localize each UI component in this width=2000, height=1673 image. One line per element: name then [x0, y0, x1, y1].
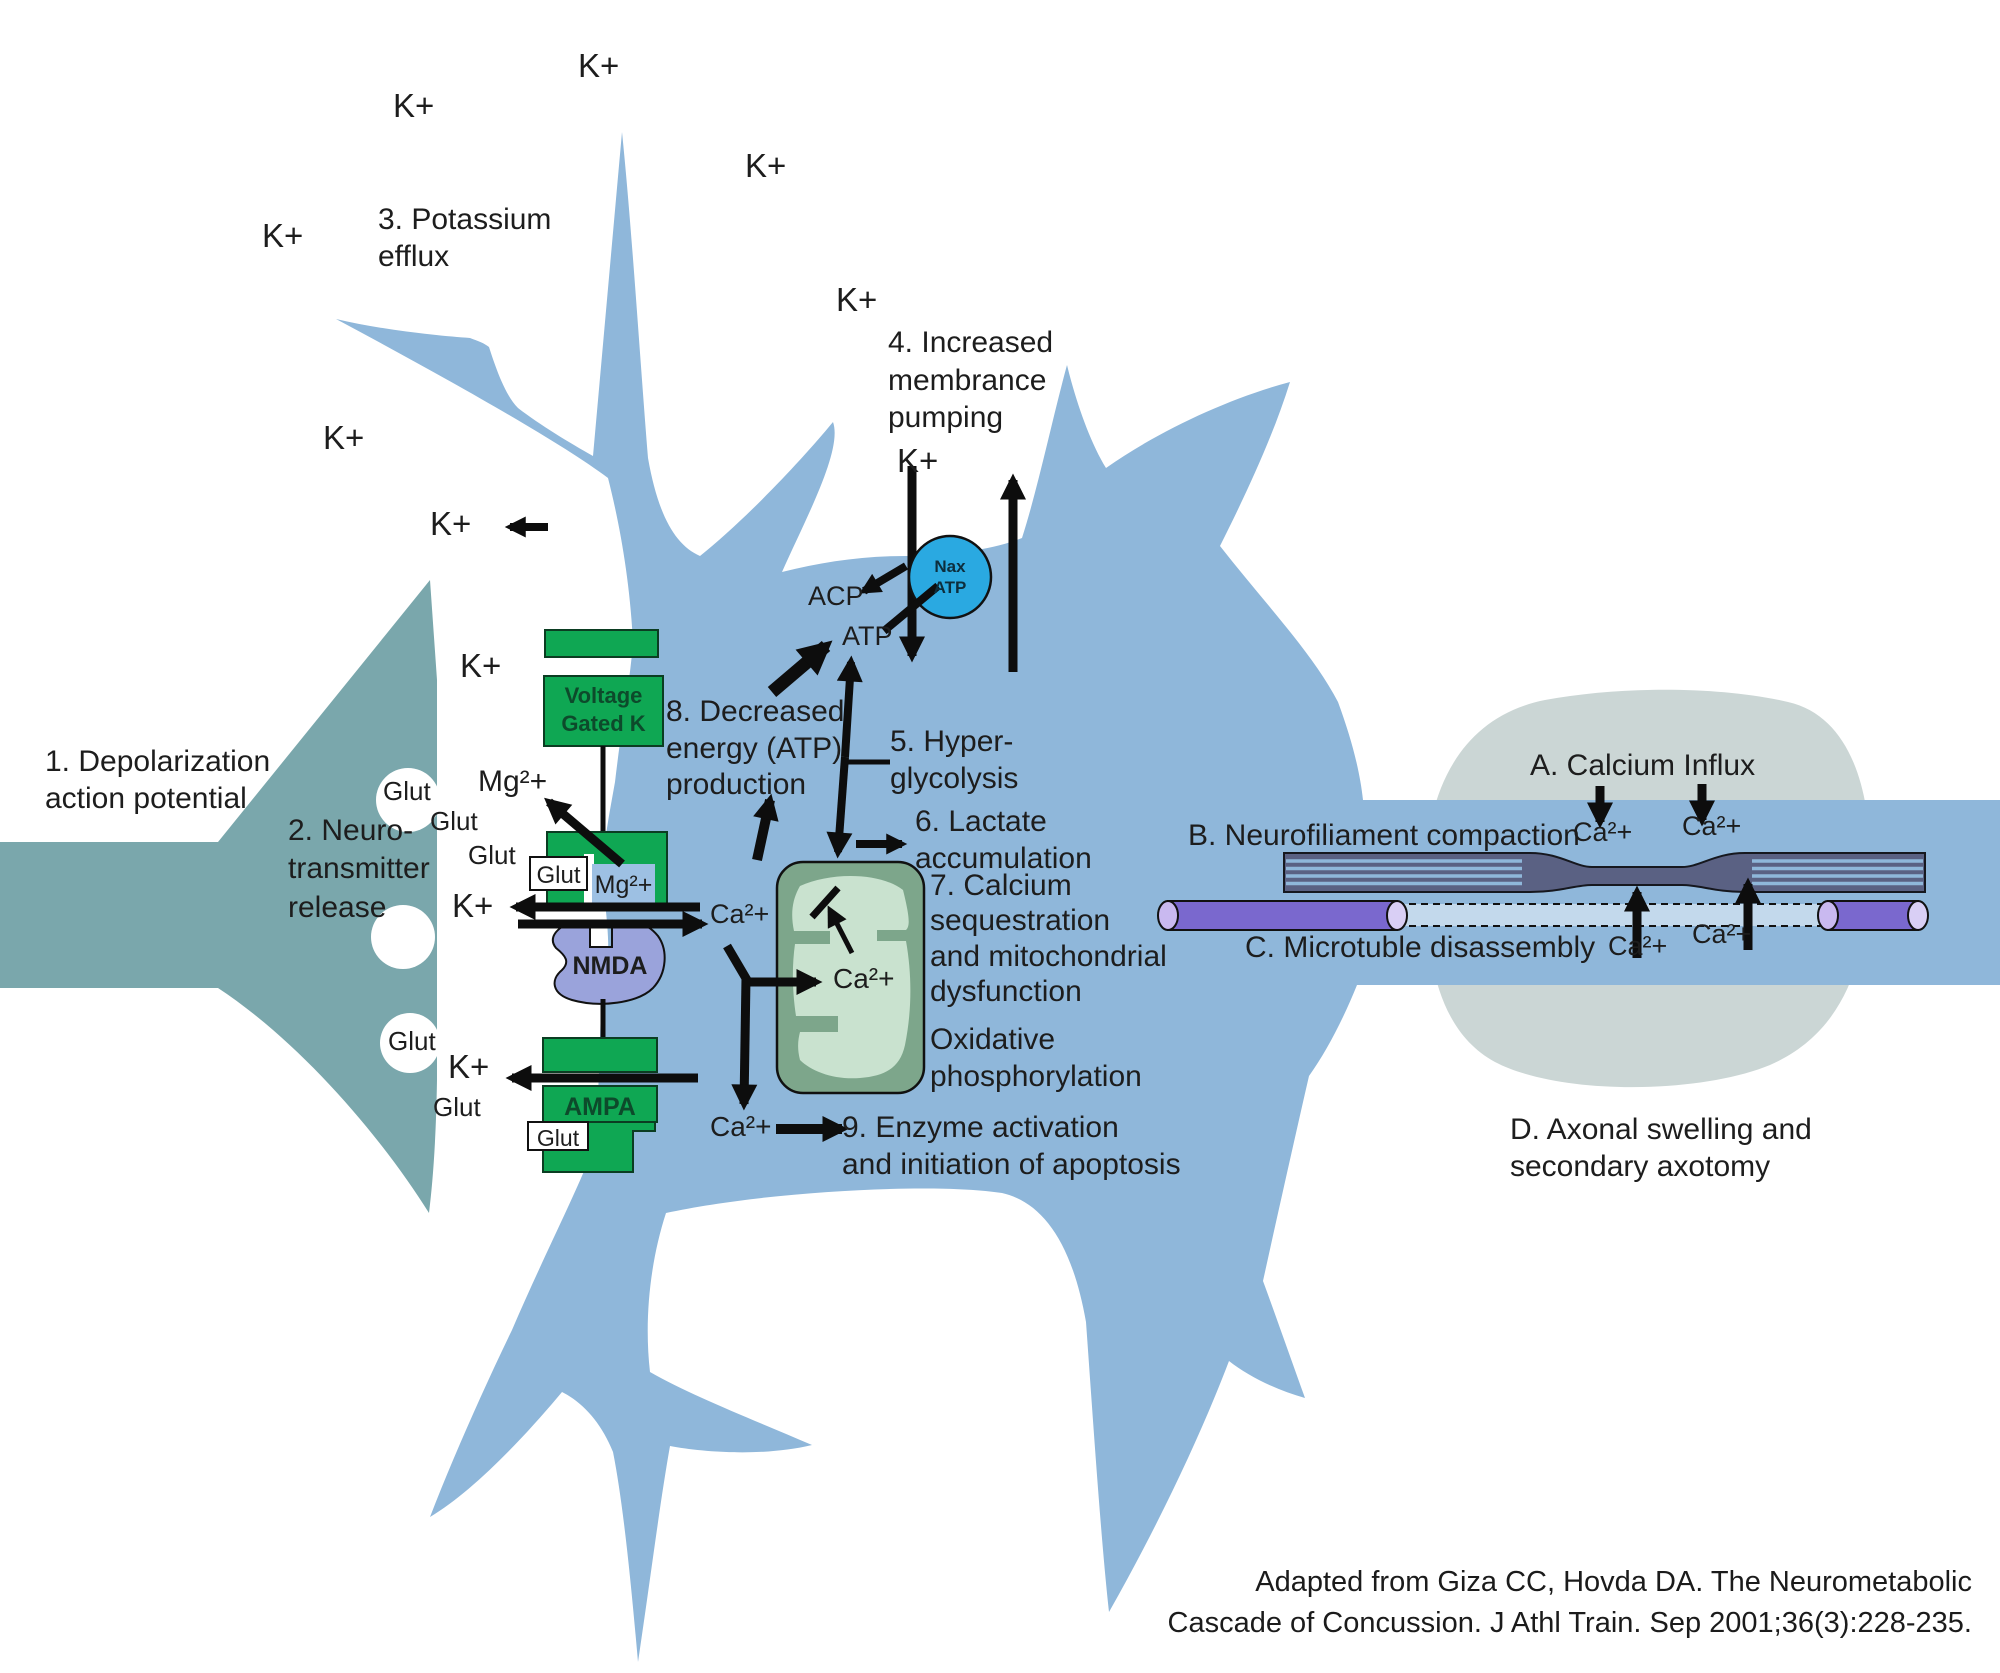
k-ion-label: K+	[262, 217, 304, 254]
glut-label: Glut	[430, 806, 478, 836]
ca-ion-label: Ca²+	[1573, 817, 1633, 847]
voltage-gated-k-channel	[543, 629, 664, 833]
vesicle	[371, 905, 435, 969]
ca-ion-label: Ca²+	[1682, 811, 1742, 841]
k-ion-label: K+	[430, 505, 472, 542]
ca-ion-label: Ca²+	[710, 1111, 772, 1142]
mitochondrion	[775, 860, 926, 1095]
k-ion-label: K+	[745, 147, 787, 184]
neuron-cell-body	[336, 132, 2000, 1662]
k-ion-label: K+	[836, 281, 878, 318]
ca-ion-label: Ca²+	[1608, 931, 1668, 961]
ca-ion-label: Ca²+	[710, 899, 770, 929]
glut-label: Glut	[468, 840, 516, 870]
section-b-label: B. Neurofiliament compaction	[1188, 819, 1580, 852]
step-5-label: 5. Hyper-glycolysis	[890, 725, 1019, 795]
k-ion-label: K+	[460, 647, 502, 684]
glut-label: Glut	[536, 1125, 580, 1151]
ampa-receptor-complex	[527, 1037, 658, 1173]
ca-ion-label: Ca²+	[1692, 919, 1752, 949]
presynaptic-terminal	[0, 580, 437, 1213]
glut-label: Glut	[383, 776, 431, 806]
vesicle	[376, 768, 440, 832]
glut-label: Glut	[433, 1092, 481, 1122]
citation: Adapted from Giza CC, Hovda DA. The Neur…	[1167, 1566, 1972, 1640]
microtubule	[1157, 900, 1929, 931]
k-ion-label: K+	[448, 1048, 490, 1085]
section-c-label: C. Microtuble disassembly	[1245, 931, 1596, 964]
k-ion-label: K+	[897, 442, 939, 479]
nmda-receptor	[551, 921, 666, 1005]
nmda-label: NMDA	[572, 952, 648, 980]
vesicle	[380, 1013, 440, 1073]
mg-block-label: Mg²+	[594, 871, 653, 899]
section-a-label: A. Calcium Influx	[1530, 749, 1756, 782]
channel-slot	[584, 854, 594, 925]
k-ion-label: K+	[393, 87, 435, 124]
sodium-potassium-pump	[859, 466, 1026, 672]
glut-box	[527, 1121, 589, 1151]
nmda-receptor-complex	[529, 831, 668, 1040]
k-ion-label: K+	[323, 419, 365, 456]
flow-arrows	[504, 516, 1761, 1142]
glut-label: Glut	[536, 862, 581, 889]
ca-ion-label: Ca²+	[833, 963, 895, 994]
k-ion-label: K+	[578, 47, 620, 84]
mg-block-box	[592, 864, 655, 905]
ampa-label: AMPA	[564, 1093, 636, 1121]
atp-label: ATP	[842, 621, 893, 651]
k-ion-label: K+	[452, 887, 494, 924]
glut-label: Glut	[388, 1026, 436, 1056]
neurofilament	[1283, 852, 1926, 893]
mg-ion-label: Mg²+	[478, 765, 548, 798]
acp-label: ACP	[808, 581, 864, 611]
glut-box	[529, 856, 588, 891]
